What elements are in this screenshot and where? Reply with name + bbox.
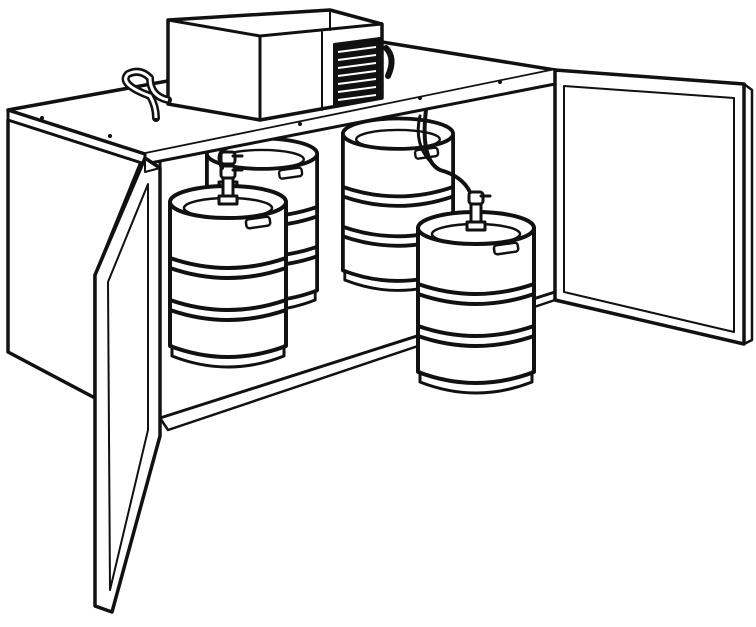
keg-front-right: [416, 210, 536, 395]
right-door-open: [553, 68, 754, 346]
vent-grille: [333, 37, 381, 107]
left-door-open: [93, 156, 162, 614]
refrigeration-unit: [121, 8, 395, 122]
keg-front-left: [168, 184, 288, 369]
